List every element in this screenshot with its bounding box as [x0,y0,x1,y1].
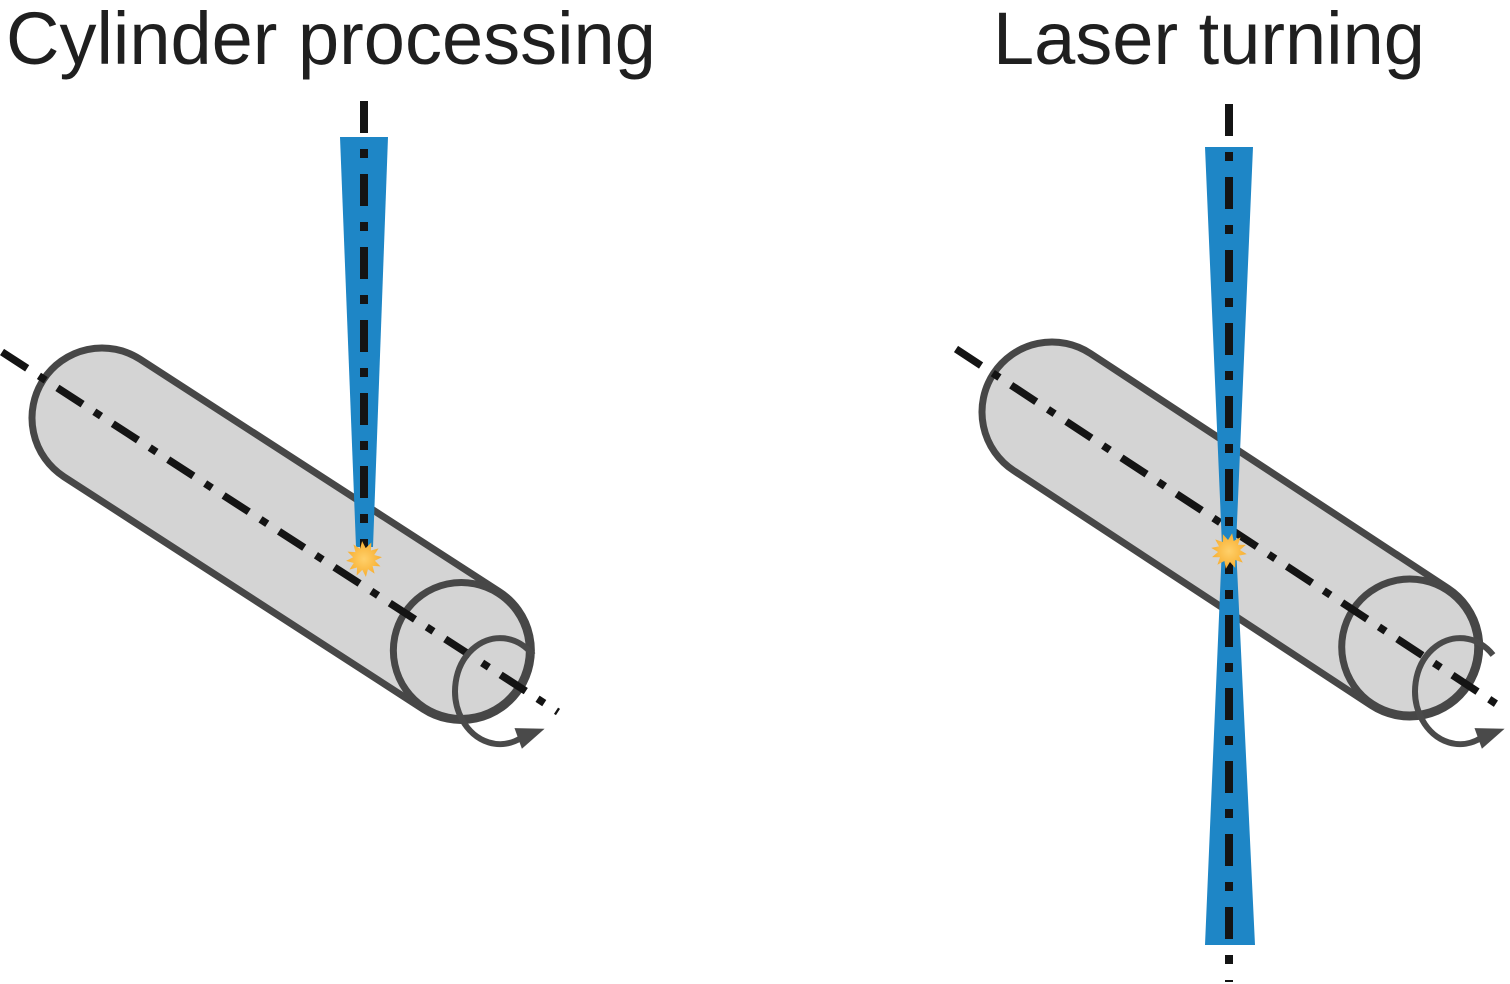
rotation-axis-line [0,348,561,716]
rotation-arrow-icon [1412,635,1496,748]
panel-laser-turning [953,104,1507,982]
panel-cylinder-processing [0,101,561,749]
right-panel-title: Laser turning [993,0,1425,80]
left-panel-title: Cylinder processing [6,0,656,80]
rotation-arrowhead-icon [1474,728,1505,749]
rotation-arrow-icon [452,635,536,748]
rotation-arrowhead-icon [514,728,545,749]
rotation-axis-line [953,345,1507,713]
